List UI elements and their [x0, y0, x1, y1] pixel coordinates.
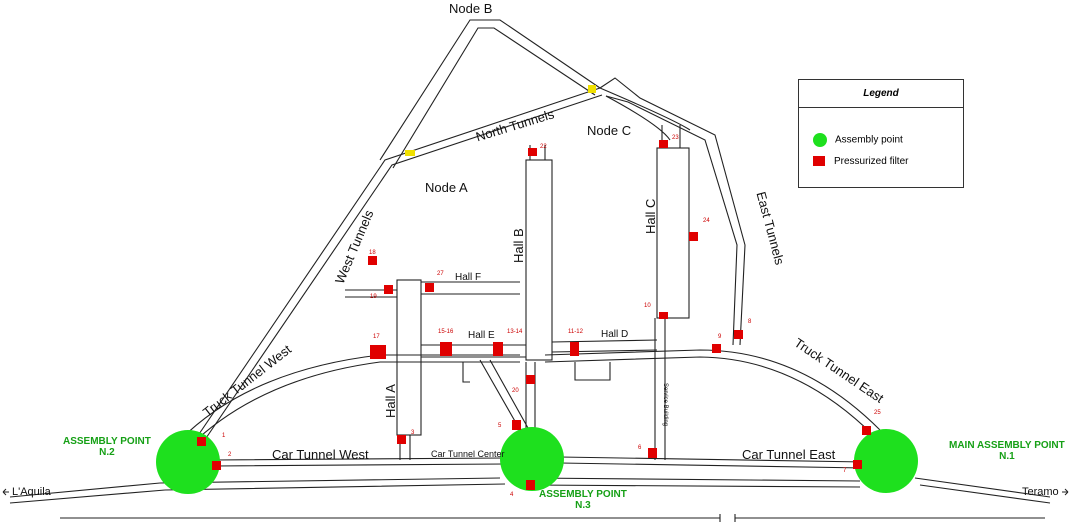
svg-text:8: 8: [748, 319, 752, 325]
valve: [588, 85, 596, 93]
svg-text:23: 23: [672, 135, 679, 141]
assembly-point-n2-label: ASSEMBLY POINT N.2: [63, 436, 151, 458]
svg-text:18: 18: [369, 250, 376, 256]
filter-17: [370, 345, 386, 359]
assembly-point-n3-line1: ASSEMBLY POINT: [539, 489, 627, 500]
node-a-label: Node A: [425, 180, 468, 195]
filter-1: [197, 437, 206, 446]
svg-text:13-14: 13-14: [507, 329, 523, 335]
filter-25: [862, 426, 871, 435]
svg-text:15-16: 15-16: [438, 329, 454, 335]
valve: [405, 150, 415, 156]
legend-filter-row: Pressurized filter: [813, 156, 908, 167]
svg-text:11-12: 11-12: [568, 329, 584, 335]
filter-5: [512, 420, 521, 430]
svg-text:27: 27: [437, 271, 444, 277]
assembly-point-swatch: [813, 133, 827, 147]
assembly-point-n2-line1: ASSEMBLY POINT: [63, 436, 151, 447]
assembly-points: [156, 427, 918, 494]
filter-20: [526, 375, 535, 384]
car-tunnel-east-label: Car Tunnel East: [742, 447, 836, 462]
node-c-label: Node C: [587, 123, 632, 138]
filter-24: [689, 232, 698, 241]
hall-e-label: Hall E: [468, 330, 495, 341]
filter-11-12: [570, 342, 579, 356]
filter-numbers: 1 2 3 4 5 6 7 8 9 10 11-12 13-14 15-16 1…: [222, 135, 881, 498]
assembly-point-n2-line2: N.2: [99, 447, 115, 458]
filter-2: [212, 461, 221, 470]
filter-22: [528, 148, 537, 156]
svg-text:9: 9: [718, 334, 722, 340]
assembly-point-n2: [156, 430, 220, 494]
pressurized-filter-swatch: [813, 156, 825, 167]
filter-10: [659, 312, 668, 319]
assembly-point-n1-line1: MAIN ASSEMBLY POINT: [949, 440, 1065, 451]
svg-text:4: 4: [510, 492, 514, 498]
assembly-point-n1-line2: N.1: [999, 451, 1015, 462]
assembly-point-n3-label: ASSEMBLY POINT N.3: [539, 489, 627, 511]
filter-15-16: [440, 342, 452, 356]
hall-c-label: Hall C: [643, 198, 658, 234]
svg-text:17: 17: [373, 334, 380, 340]
pressurized-filters: [197, 140, 871, 490]
car-tunnel-west-label: Car Tunnel West: [272, 447, 369, 462]
tunnel-walls: [9, 19, 1051, 522]
main-assembly-point-n1-label: MAIN ASSEMBLY POINT N.1: [949, 440, 1065, 462]
node-b-label: Node B: [449, 1, 493, 16]
svg-text:22: 22: [540, 144, 547, 150]
filter-7: [853, 460, 862, 469]
filter-4: [526, 480, 535, 490]
legend-assembly-label: Assembly point: [835, 134, 903, 146]
hall-b-label: Hall B: [511, 228, 526, 263]
filter-23: [659, 140, 668, 148]
legend-title: Legend: [799, 80, 963, 108]
filter-6: [648, 448, 657, 458]
svg-text:2: 2: [228, 452, 232, 458]
hall-a-label: Hall A: [383, 384, 398, 418]
laquila-label: L'Aquila: [12, 486, 51, 498]
valves: [405, 85, 596, 156]
filter-19: [384, 285, 393, 294]
legend-filter-label: Pressurized filter: [834, 156, 909, 167]
assembly-point-n3-line2: N.3: [575, 500, 591, 511]
direction-arrows: [2, 488, 1069, 496]
filter-8: [734, 330, 743, 339]
hall-f-label: Hall F: [455, 272, 482, 283]
legend-assembly-row: Assembly point: [813, 133, 903, 147]
filter-3: [397, 435, 406, 444]
filter-27: [425, 283, 434, 292]
filter-18: [368, 256, 377, 265]
svg-text:1: 1: [222, 433, 226, 439]
assembly-point-n1: [854, 429, 918, 493]
svg-text:20: 20: [512, 388, 519, 394]
filter-9: [712, 344, 721, 353]
svg-text:19: 19: [370, 294, 377, 300]
svg-text:5: 5: [498, 423, 502, 429]
assembly-point-n3: [500, 427, 564, 491]
hall-d-label: Hall D: [601, 329, 629, 340]
svg-text:10: 10: [644, 303, 651, 309]
svg-text:6: 6: [638, 445, 642, 451]
svg-text:7: 7: [843, 468, 847, 474]
svg-text:25: 25: [874, 410, 881, 416]
svg-text:24: 24: [703, 218, 710, 224]
car-tunnel-center-label: Car Tunnel Center: [431, 449, 505, 459]
service-building-label: Service Building: [662, 383, 668, 427]
legend: Legend Assembly point Pressurized filter: [798, 79, 964, 188]
filter-13-14: [493, 342, 503, 356]
svg-text:3: 3: [411, 430, 415, 436]
teramo-label: Teramo: [1022, 486, 1059, 498]
